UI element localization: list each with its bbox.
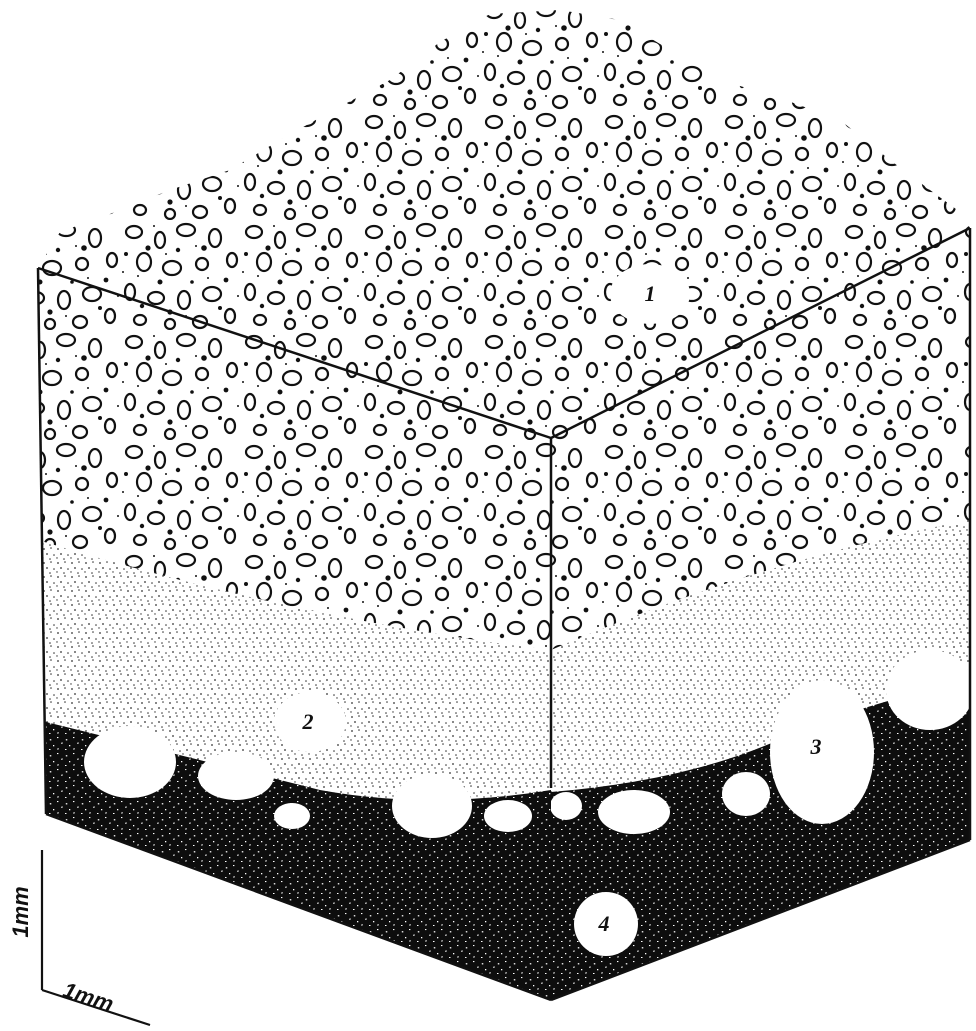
- svg-text:2: 2: [302, 709, 314, 734]
- layer-label-1: 1: [610, 264, 690, 324]
- scale-label-horizontal: 1mm: [60, 977, 117, 1017]
- svg-text:4: 4: [598, 911, 610, 936]
- svg-text:1: 1: [645, 281, 656, 306]
- layer-label-2: 2: [274, 692, 346, 752]
- svg-text:3: 3: [810, 734, 822, 759]
- layer-label-3: 3: [810, 734, 822, 759]
- layer-label-4: 4: [574, 892, 638, 956]
- scale-bar: 1mm 1mm: [8, 850, 150, 1025]
- scale-label-vertical: 1mm: [8, 886, 33, 937]
